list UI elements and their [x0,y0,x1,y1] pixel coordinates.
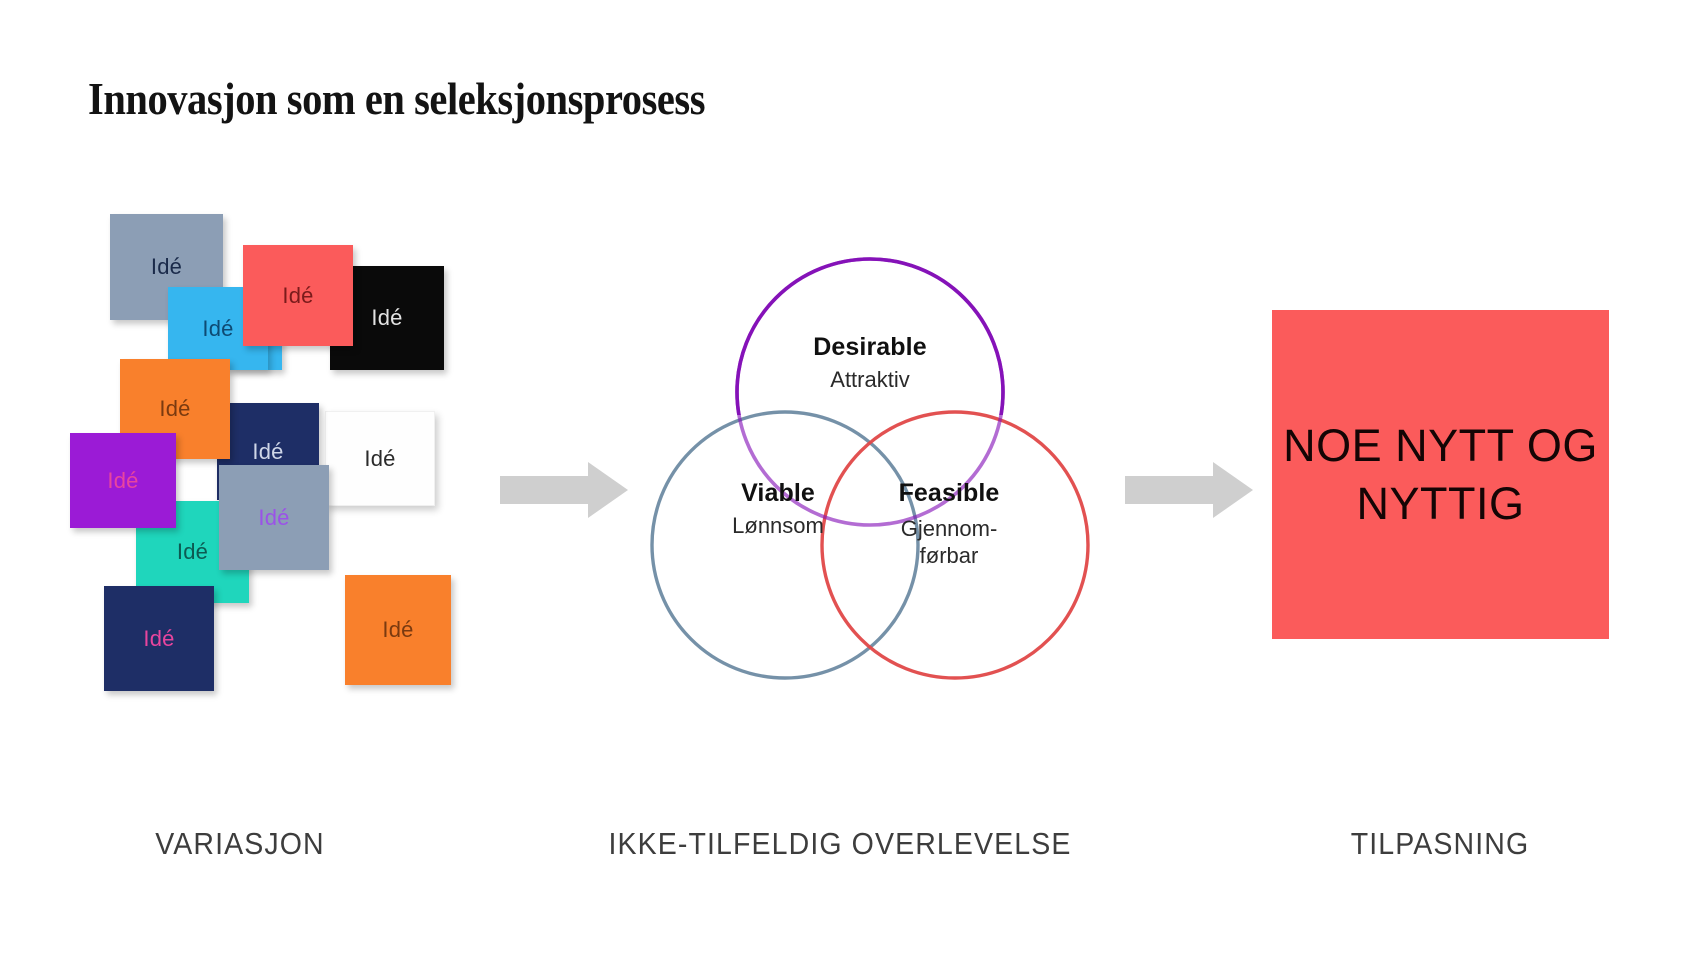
idea-card: Idé [70,433,176,528]
venn-label-viable-sub: Lønnsom [732,512,824,538]
venn-diagram: Desirable Attraktiv Viable Lønnsom Feasi… [630,250,1090,680]
venn-label-viable: Viable Lønnsom [648,478,908,539]
idea-card-label: Idé [371,305,403,330]
result-box-text: NOE NYTT OG NYTTIG [1273,417,1608,532]
idea-card-label: Idé [382,617,414,642]
result-line-2: NYTTIG [1356,477,1525,529]
page-title: Innovasjon som en seleksjonsprosess [88,73,706,124]
idea-card-label: Idé [364,445,396,471]
venn-label-feasible-sub-line1: Gjennom- [900,515,998,541]
venn-label-feasible-title: Feasible [898,479,1000,507]
arrow-selection-to-adaptation [1125,462,1253,518]
idea-card: Idé [325,411,435,506]
venn-label-desirable-title: Desirable [813,333,927,361]
venn-circle-viable [650,410,920,680]
idea-card-label: Idé [143,625,175,651]
idea-card-label: Idé [107,467,139,493]
venn-circle-feasible [820,410,1090,680]
idea-card: Idé [104,586,214,691]
venn-label-feasible-sub-line2: førbar [919,543,979,568]
idea-card-label: Idé [176,539,209,564]
idea-card: Idé [243,245,353,346]
idea-card-label: Idé [159,396,191,421]
result-line-1: NOE NYTT OG [1283,419,1598,471]
venn-circle-desirable-top [735,257,1005,415]
idea-card: Idé [345,575,451,685]
venn-label-feasible: Feasible Gjennom- førbar [844,478,1054,570]
idea-card-label: Idé [258,504,290,530]
venn-label-desirable: Desirable Attraktiv [720,332,1020,393]
result-box: NOE NYTT OG NYTTIG [1272,310,1609,639]
caption-selection: IKKE-TILFELDIG OVERLEVELSE [608,826,1072,861]
idea-card-label: Idé [202,315,234,341]
caption-variation: VARIASJON [155,826,325,861]
arrow-variation-to-selection [500,462,628,518]
caption-adaptation: TILPASNING [1350,826,1530,861]
idea-card-label: Idé [150,254,183,279]
idea-card-label: Idé [282,282,314,308]
venn-label-viable-title: Viable [741,479,815,507]
idea-card-label: Idé [252,438,284,464]
venn-label-desirable-sub: Attraktiv [830,366,910,392]
idea-card: Idé [219,465,329,570]
